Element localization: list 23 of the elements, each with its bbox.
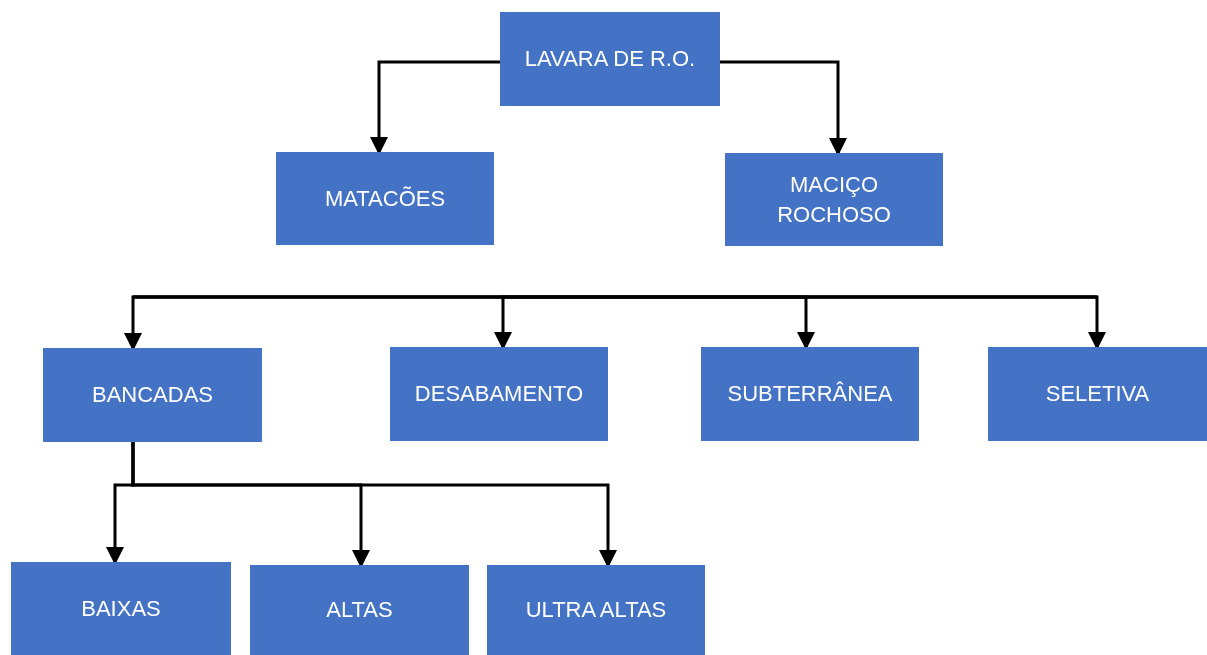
box-label: ALTAS [326,596,393,625]
arrow [720,60,847,156]
arrow [131,442,617,568]
process-box [701,347,919,441]
process-box [276,152,494,245]
box-label: SELETIVA [1045,380,1150,409]
process-box [487,565,705,655]
process-box [11,562,231,655]
box-label: DESABAMENTO [414,380,584,409]
box-label: ULTRA ALTAS [525,596,667,625]
process-box [390,347,608,441]
process-box [250,565,469,655]
box-label: BANCADAS [91,381,213,410]
process-box [725,153,943,246]
arrow [370,60,500,155]
box-label: LAVARA DE R.O. [524,45,696,74]
box-label: BAIXAS [81,594,161,623]
process-box [988,347,1207,441]
box-label: MATACÕES [324,184,446,213]
box-label: MACIÇO ROCHOSO [776,170,892,229]
process-box [43,348,262,442]
process-box [500,12,720,106]
box-label: SUBTERRÂNEA [727,380,893,409]
